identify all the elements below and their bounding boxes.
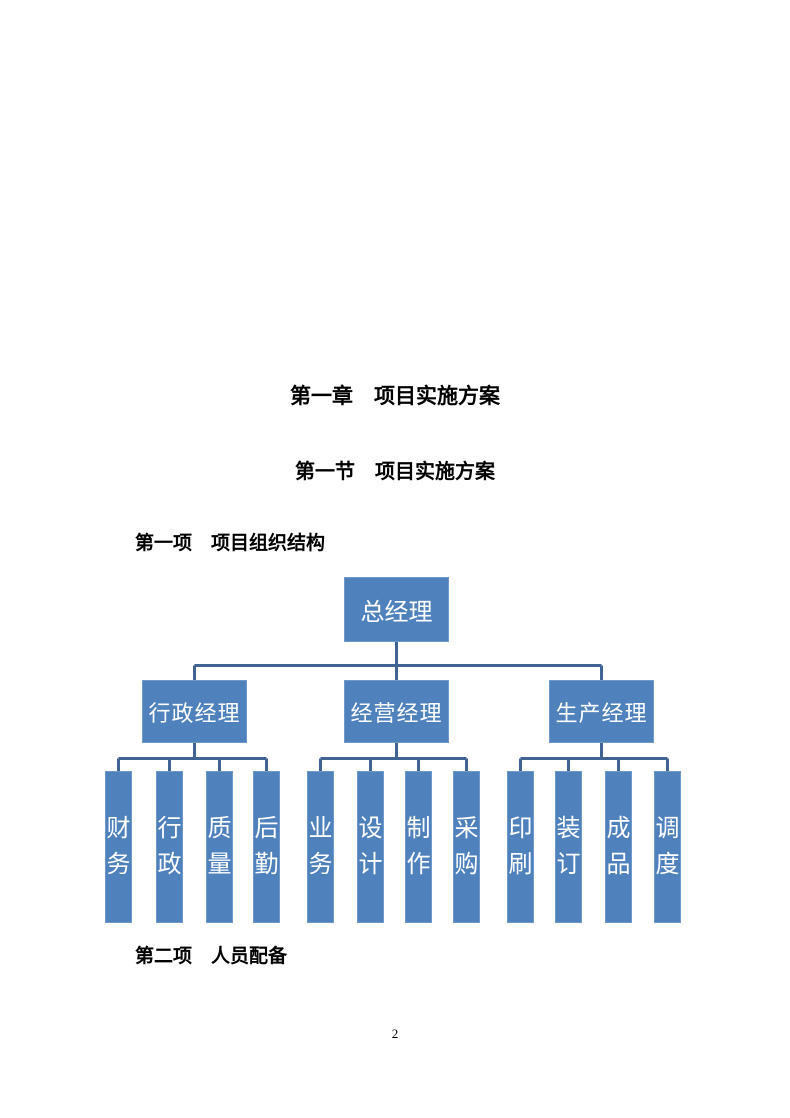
org-node-label: 业务 bbox=[308, 816, 333, 878]
item-heading-1: 第一项 项目组织结构 bbox=[135, 533, 326, 554]
item-heading-2: 第二项 人员配备 bbox=[135, 946, 288, 967]
org-node-label: 印刷 bbox=[508, 816, 533, 878]
org-node-manager-admin: 行政经理 bbox=[142, 680, 247, 743]
org-node-label: 生产经理 bbox=[555, 700, 648, 726]
org-node-leaf: 行政 bbox=[156, 771, 183, 923]
chapter-heading: 第一章 项目实施方案 bbox=[290, 384, 500, 408]
org-node-leaf: 成品 bbox=[605, 771, 632, 923]
org-node-leaf: 调度 bbox=[654, 771, 681, 923]
org-node-leaf: 后勤 bbox=[253, 771, 280, 923]
org-node-label: 采购 bbox=[454, 816, 479, 878]
org-node-label: 调度 bbox=[655, 816, 680, 878]
org-node-leaf: 设计 bbox=[357, 771, 384, 923]
org-node-leaf: 制作 bbox=[405, 771, 432, 923]
org-node-label: 装订 bbox=[556, 816, 581, 878]
org-node-label: 成品 bbox=[606, 816, 631, 878]
org-node-label: 财务 bbox=[106, 816, 131, 878]
org-node-label: 后勤 bbox=[254, 816, 279, 878]
org-node-leaf: 质量 bbox=[206, 771, 233, 923]
org-node-root-label: 总经理 bbox=[360, 600, 433, 626]
connector-path bbox=[117, 642, 669, 772]
org-node-leaf: 采购 bbox=[453, 771, 480, 923]
org-node-leaf: 财务 bbox=[105, 771, 132, 923]
org-node-label: 行政经理 bbox=[148, 700, 241, 726]
org-node-label: 制作 bbox=[406, 816, 431, 878]
section-heading: 第一节 项目实施方案 bbox=[295, 461, 495, 483]
org-node-leaf: 业务 bbox=[307, 771, 334, 923]
org-node-label: 行政 bbox=[157, 816, 182, 878]
org-node-manager-operations: 经营经理 bbox=[344, 680, 449, 743]
org-node-leaf: 装订 bbox=[555, 771, 582, 923]
org-node-root: 总经理 bbox=[344, 577, 449, 642]
org-node-manager-production: 生产经理 bbox=[549, 680, 654, 743]
org-node-label: 设计 bbox=[358, 816, 383, 878]
page-number: 2 bbox=[391, 1026, 399, 1041]
org-node-leaf: 印刷 bbox=[507, 771, 534, 923]
org-node-label: 经营经理 bbox=[350, 700, 443, 726]
org-node-label: 质量 bbox=[207, 816, 232, 878]
